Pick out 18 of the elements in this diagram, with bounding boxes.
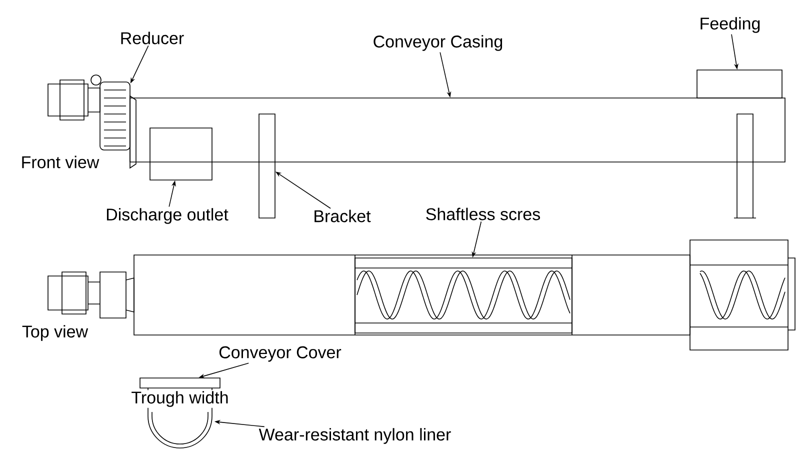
view-label: Front view (20, 154, 100, 170)
part-label: Shaftless scres (426, 208, 540, 220)
part-label: Reducer (121, 32, 184, 44)
conveyor-casing (130, 98, 786, 162)
part-label: Wear-resistant nylon liner (258, 428, 451, 444)
part-label: Bracket (314, 210, 371, 222)
view-label: Top view (20, 324, 90, 342)
conveyor-cover (140, 378, 220, 388)
bracket (258, 114, 276, 218)
part-label: Conveyor Casing (374, 35, 502, 51)
screw-drawing (354, 258, 572, 334)
discharge-outlet (150, 128, 212, 180)
feed-inlet (696, 70, 782, 98)
dimension-label: Trough width (130, 390, 230, 408)
part-label: Discharge outlet (106, 208, 228, 224)
part-label: Feeding (700, 17, 760, 33)
part-label: Conveyor Cover (219, 346, 342, 362)
reducer-drawing (90, 74, 130, 150)
